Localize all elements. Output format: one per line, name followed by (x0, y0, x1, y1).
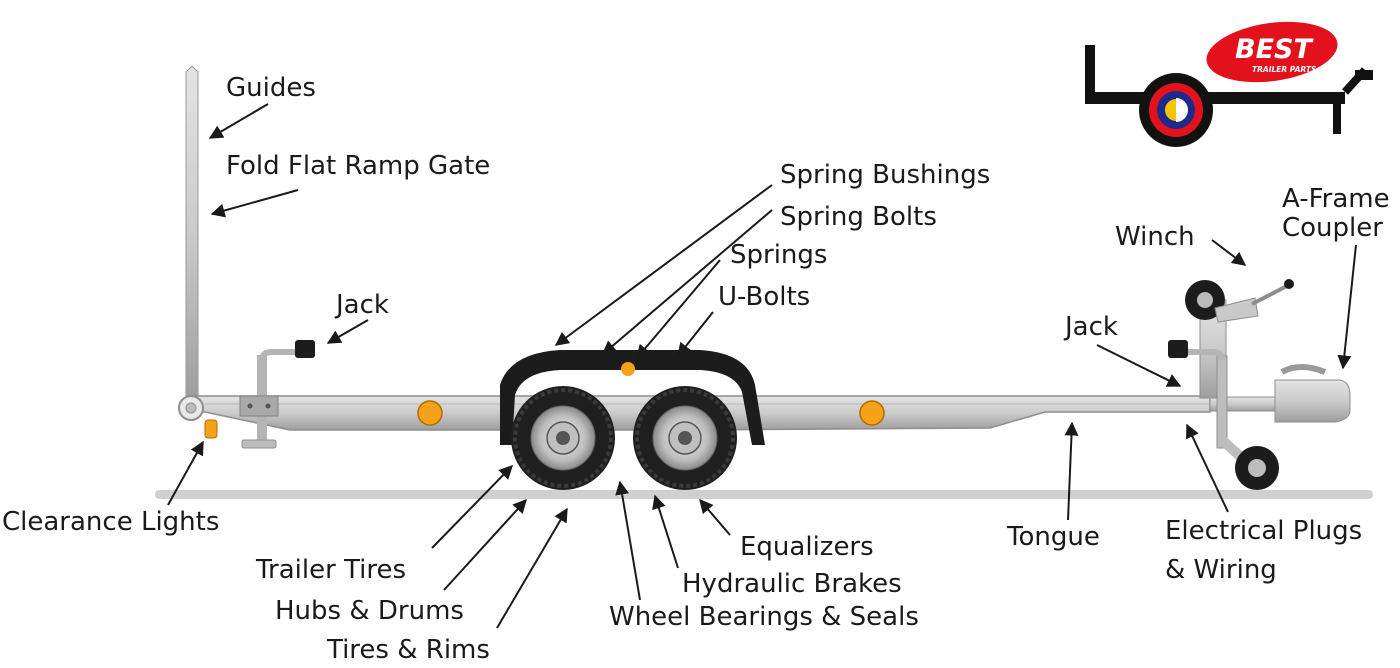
arrow-equalizers (699, 498, 731, 536)
arrow-tongue (1064, 421, 1079, 521)
arrow-springs (636, 259, 721, 360)
rear-jack (239, 340, 315, 449)
arrow-jack-front (1096, 344, 1182, 387)
arrow-tires-rims (496, 507, 568, 629)
rear-clearance-light (204, 419, 218, 439)
guide-post (185, 65, 199, 399)
label-trailer-tires: Trailer Tires (255, 555, 406, 585)
label-clearance-lights: Clearance Lights (2, 507, 219, 537)
logo-tagline: TRAILER PARTS (1252, 65, 1316, 74)
label-hubs-drums: Hubs & Drums (275, 596, 464, 626)
label-electrical-plugs-line1: Electrical Plugs (1165, 516, 1362, 546)
label-electrical-plugs-line2: & Wiring (1165, 555, 1277, 585)
side-reflector-front (859, 400, 885, 426)
arrow-winch (1211, 239, 1247, 266)
label-hydraulic-brakes: Hydraulic Brakes (682, 569, 902, 599)
coupler (1274, 364, 1351, 423)
logo-brand: BEST (1235, 34, 1314, 65)
label-tires-rims: Tires & Rims (326, 635, 490, 665)
label-jack-front: Jack (1063, 312, 1118, 342)
label-a-frame-coupler-line1: A-Frame (1282, 184, 1390, 214)
best-trailer-parts-logo: BEST TRAILER PARTS (1085, 21, 1373, 147)
arrow-trailer-tires (431, 464, 513, 549)
label-wheel-bearings-seals: Wheel Bearings & Seals (609, 602, 919, 632)
label-jack-rear: Jack (334, 290, 389, 320)
label-springs: Springs (730, 240, 827, 270)
wheel-rear (511, 386, 615, 490)
arrow-a-frame-coupler (1337, 244, 1357, 370)
arrow-spring-bushings (554, 184, 773, 346)
label-a-frame-coupler-line2: Coupler (1282, 213, 1383, 243)
arrow-u-bolts (677, 311, 714, 358)
arrow-clearance-lights (167, 440, 204, 506)
label-guides: Guides (226, 73, 316, 103)
fender (500, 350, 765, 445)
label-fold-flat-ramp-gate: Fold Flat Ramp Gate (226, 151, 490, 181)
arrow-spring-bolts (601, 209, 773, 355)
side-reflector-rear (417, 400, 443, 426)
label-tongue: Tongue (1006, 522, 1100, 552)
label-equalizers: Equalizers (740, 532, 874, 562)
arrow-guides (208, 103, 269, 139)
arrow-wheel-bearings-seals (615, 480, 641, 601)
label-u-bolts: U-Bolts (718, 282, 810, 312)
arrow-hydraulic-brakes (652, 494, 679, 569)
arrow-jack-rear (326, 319, 369, 344)
arrow-hubs-drums (443, 498, 527, 591)
label-spring-bolts: Spring Bolts (780, 202, 937, 232)
ground-line (155, 490, 1373, 499)
winch-stand (1185, 279, 1294, 399)
front-jack (1168, 340, 1279, 490)
wheel-front (633, 386, 737, 490)
label-winch: Winch (1115, 222, 1195, 252)
arrow-fold-flat-ramp-gate (210, 189, 299, 218)
arrow-electrical-plugs (1186, 423, 1229, 513)
label-spring-bushings: Spring Bushings (780, 160, 990, 190)
